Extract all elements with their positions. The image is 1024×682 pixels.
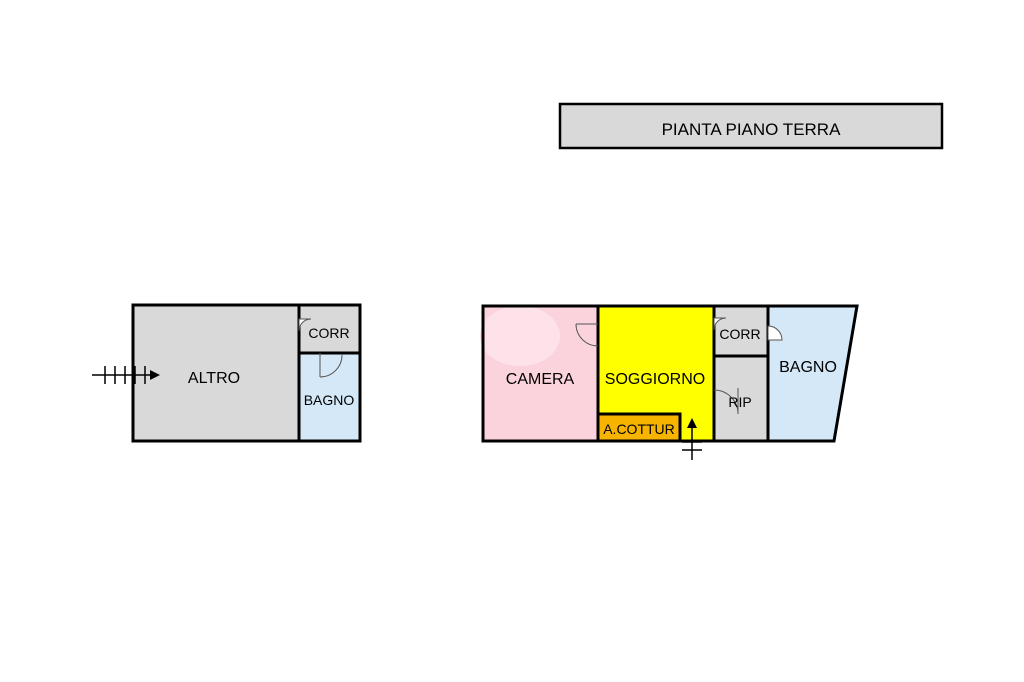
door-swing-icon (713, 388, 739, 415)
room-angolo-cottura (598, 414, 680, 441)
label-angolo-cottura: A.COTTUR (603, 421, 675, 437)
door-swing-icon (713, 317, 727, 331)
door-swing-icon (319, 353, 343, 378)
title-box: PIANTA PIANO TERRA (558, 102, 944, 150)
label-camera: CAMERA (506, 371, 575, 388)
room-ripostiglio (714, 356, 768, 441)
left-unit: ALTRO CORR BAGNO (92, 303, 362, 443)
door-swing-icon (767, 325, 783, 341)
label-bagno-right: BAGNO (779, 359, 837, 376)
entrance-arrow-icon (682, 418, 702, 460)
wall (598, 412, 682, 441)
label-soggiorno: SOGGIORNO (605, 371, 705, 388)
door-swing-icon (298, 318, 312, 332)
right-unit-outline (481, 304, 859, 443)
label-corr-left: CORR (308, 325, 349, 341)
plan-title: PIANTA PIANO TERRA (662, 120, 842, 139)
door-swing-icon (575, 323, 599, 347)
entrance-arrow-icon (92, 366, 160, 384)
room-corr-left (299, 305, 360, 353)
left-unit-outline (131, 303, 362, 443)
room-bagno-left (299, 353, 360, 441)
label-altro: ALTRO (188, 370, 240, 387)
room-corr-right (714, 306, 768, 356)
room-bagno-right (768, 306, 857, 441)
room-altro (133, 305, 299, 441)
label-ripostiglio: RIP (728, 394, 751, 410)
label-bagno-left: BAGNO (304, 392, 355, 408)
camera-highlight (480, 306, 560, 366)
right-unit: CAMERA SOGGIORNO A.COTTUR CORR RIP BAGNO (480, 304, 859, 460)
label-corr-right: CORR (719, 326, 760, 342)
